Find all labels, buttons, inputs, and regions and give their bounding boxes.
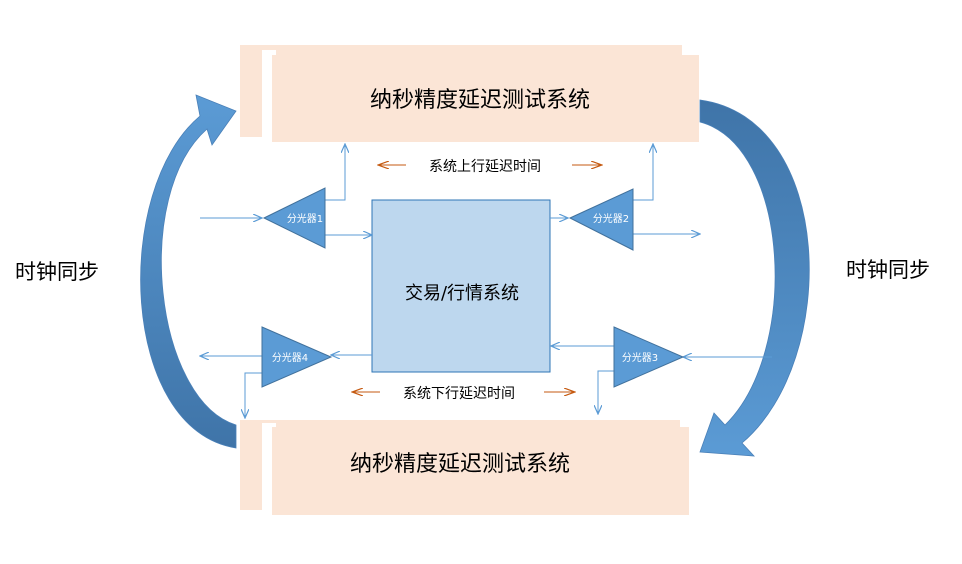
bottom-test-system-box: 纳秒精度延迟测试系统 [240, 420, 689, 515]
central-trading-system-box: 交易/行情系统 [371, 199, 551, 373]
downlink-latency-label: 系统下行延迟时间 [403, 386, 515, 402]
central-trading-system-label: 交易/行情系统 [405, 283, 519, 304]
bottom-test-system-label: 纳秒精度延迟测试系统 [350, 452, 570, 477]
uplink-latency-label: 系统上行延迟时间 [429, 159, 541, 175]
splitter-3: 分光器3 [613, 326, 685, 388]
downlink-latency: 系统下行延迟时间 [352, 386, 575, 402]
splitter-4-label: 分光器4 [272, 351, 308, 364]
top-test-system-label: 纳秒精度延迟测试系统 [370, 88, 590, 113]
clock-sync-left-label: 时钟同步 [15, 260, 99, 284]
tap-line-splitter-2 [633, 144, 653, 201]
tap-line-splitter-3 [598, 370, 614, 414]
splitter-3-label: 分光器3 [622, 351, 658, 364]
tap-line-splitter-4 [245, 372, 262, 418]
clock-sync-right-arrow [699, 99, 810, 457]
signal-lines [200, 144, 772, 418]
splitter-1-label: 分光器1 [287, 212, 323, 225]
splitter-2: 分光器2 [568, 188, 634, 251]
clock-sync-left-arrow [140, 94, 237, 449]
tap-line-splitter-1 [325, 144, 345, 201]
splitter-4: 分光器4 [261, 326, 333, 388]
top-test-system-box: 纳秒精度延迟测试系统 [240, 45, 699, 142]
clock-sync-right-label: 时钟同步 [846, 258, 930, 282]
splitter-1: 分光器1 [262, 187, 326, 249]
uplink-latency: 系统上行延迟时间 [378, 159, 602, 175]
splitter-2-label: 分光器2 [593, 212, 629, 225]
